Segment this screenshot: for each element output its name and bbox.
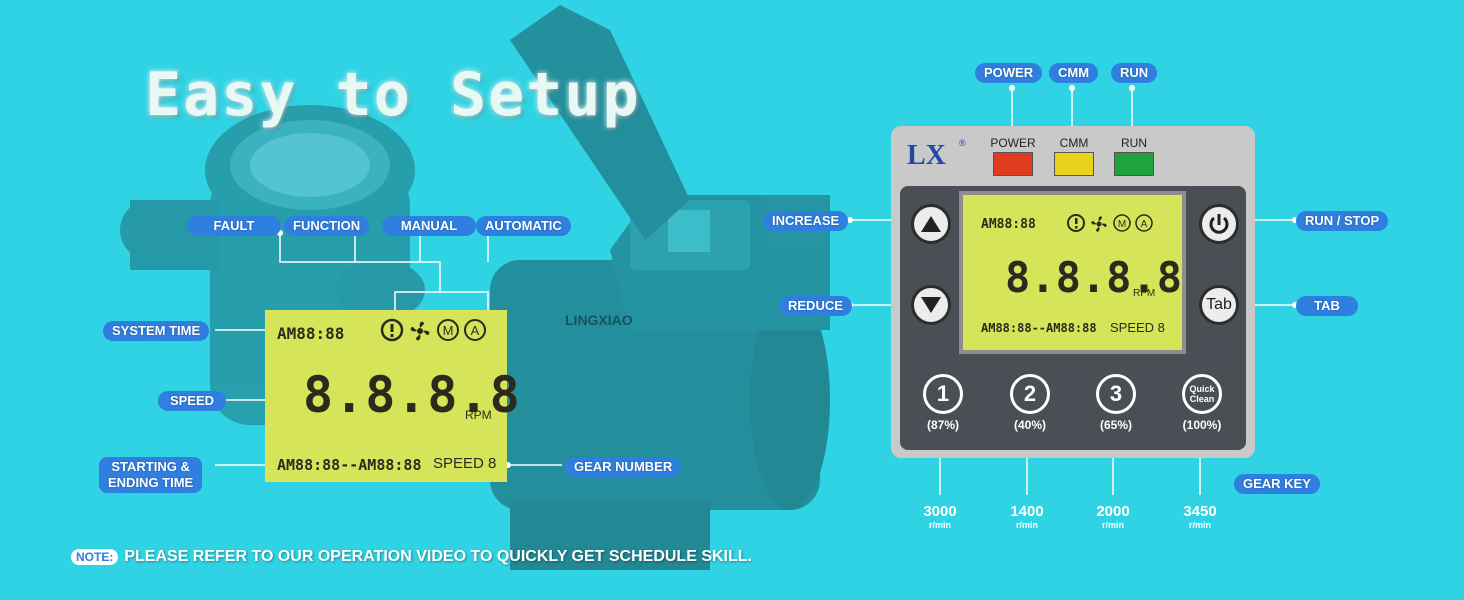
svg-text:A: A — [1141, 219, 1148, 230]
indicator-cmm-label: CMM — [1059, 136, 1089, 150]
gear-key-quick-clean-ring: Quick Clean — [1182, 374, 1222, 414]
fan-icon — [1091, 216, 1107, 232]
fault-icon — [1067, 214, 1085, 232]
svg-text:M: M — [443, 323, 454, 338]
label-gear-key: GEAR KEY — [1234, 474, 1320, 494]
gear-key-1-pct: (87%) — [926, 418, 959, 432]
fault-icon — [380, 318, 404, 342]
left-lcd-icons: M A — [380, 318, 487, 344]
label-reduce: REDUCE — [779, 296, 852, 316]
left-lcd-speed-digits: 8.8.8.8 — [303, 366, 521, 424]
left-lcd-rpm: RPM — [465, 408, 492, 422]
gear-key-3-pct: (65%) — [1099, 418, 1132, 432]
label-gear-number: GEAR NUMBER — [565, 457, 682, 477]
gear-key-3-ring: 3 — [1096, 374, 1136, 414]
power-icon — [1209, 214, 1229, 234]
svg-text:A: A — [471, 323, 480, 338]
label-power: POWER — [975, 63, 1043, 83]
pump-illustration: LINGXIAO — [120, 5, 830, 570]
left-lcd: AM88:88 M A 8.8.8.8 RPM AM88:88--AM88:88… — [265, 310, 520, 482]
label-speed: SPEED — [158, 391, 226, 411]
label-fault: FAULT — [187, 216, 281, 236]
panel-face: Tab AM88:88 M A 8.8.8.8 RPM AM88:88--AM8… — [900, 186, 1246, 450]
page-title: Easy to Setup — [145, 60, 641, 130]
speed-value-4-number: 3450 — [1183, 503, 1217, 520]
left-lcd-time: AM88:88 — [277, 324, 345, 343]
note-tag: NOTE: — [71, 549, 119, 565]
label-function: FUNCTION — [284, 216, 370, 236]
label-manual: MANUAL — [382, 216, 476, 236]
indicator-cmm-light — [1054, 152, 1094, 176]
speed-value-1: 3000 r/min — [910, 503, 970, 530]
triangle-down-icon — [921, 297, 941, 313]
speed-value-1-number: 3000 — [923, 503, 957, 520]
label-run: RUN — [1111, 63, 1158, 83]
label-system-time: SYSTEM TIME — [103, 321, 210, 341]
svg-text:M: M — [1118, 219, 1126, 230]
speed-value-1-unit: r/min — [928, 520, 951, 530]
tab-button[interactable]: Tab — [1199, 285, 1239, 325]
left-lcd-gear: SPEED 8 — [433, 455, 497, 472]
manual-icon: M — [437, 319, 459, 341]
run-stop-button[interactable] — [1199, 204, 1239, 244]
label-starting-ending-time: STARTING & ENDING TIME — [99, 457, 203, 493]
note-text: PLEASE REFER TO OUR OPERATION VIDEO TO Q… — [124, 548, 752, 565]
indicator-run-light — [1114, 152, 1154, 176]
label-starting-line2: ENDING TIME — [108, 475, 194, 490]
gear-key-3[interactable]: 3 (65%) — [1086, 374, 1146, 432]
indicator-power-light — [993, 152, 1033, 176]
indicator-power-label: POWER — [990, 136, 1036, 150]
note-line: NOTE: PLEASE REFER TO OUR OPERATION VIDE… — [71, 548, 752, 566]
speed-value-2: 1400 r/min — [997, 503, 1057, 530]
label-run-stop: RUN / STOP — [1296, 211, 1389, 231]
gear-key-2[interactable]: 2 (40%) — [1000, 374, 1060, 432]
panel-lcd-icons: M A — [1066, 213, 1154, 235]
label-starting-line1: STARTING & — [111, 459, 190, 474]
left-connector-lines — [215, 230, 562, 468]
panel-lcd-gear: SPEED 8 — [1110, 320, 1165, 335]
label-tab: TAB — [1296, 296, 1358, 316]
panel-lcd-speed-digits: 8.8.8.8 — [1005, 253, 1183, 302]
indicator-cmm: CMM — [1048, 136, 1100, 176]
fan-icon — [410, 321, 430, 341]
gear-key-1[interactable]: 1 (87%) — [913, 374, 973, 432]
increase-button[interactable] — [911, 204, 951, 244]
speed-value-2-unit: r/min — [1015, 520, 1038, 530]
panel-logo: LX — [907, 140, 946, 171]
triangle-up-icon — [921, 216, 941, 232]
automatic-icon: A — [464, 319, 486, 341]
automatic-icon: A — [1135, 214, 1153, 232]
manual-icon: M — [1113, 214, 1131, 232]
panel-lcd-time: AM88:88 — [981, 217, 1036, 232]
panel-lcd: AM88:88 M A 8.8.8.8 RPM AM88:88--AM88:88… — [959, 191, 1186, 354]
label-automatic: AUTOMATIC — [476, 216, 571, 236]
speed-value-4-unit: r/min — [1188, 520, 1211, 530]
reduce-button[interactable] — [911, 285, 951, 325]
panel-lcd-range: AM88:88--AM88:88 — [981, 321, 1097, 335]
indicator-power: POWER — [987, 136, 1039, 176]
speed-value-3: 2000 r/min — [1083, 503, 1143, 530]
label-cmm: CMM — [1049, 63, 1099, 83]
control-panel: LX ® POWER CMM RUN Tab AM88:88 — [891, 126, 1255, 458]
pump-brand-label: LINGXIAO — [565, 312, 633, 328]
panel-lcd-rpm: RPM — [1133, 288, 1156, 299]
label-increase: INCREASE — [763, 211, 849, 231]
speed-value-3-unit: r/min — [1101, 520, 1124, 530]
left-lcd-range: AM88:88--AM88:88 — [277, 456, 422, 474]
gear-key-2-ring: 2 — [1010, 374, 1050, 414]
gear-key-1-ring: 1 — [923, 374, 963, 414]
indicator-run: RUN — [1108, 136, 1160, 176]
gear-key-2-pct: (40%) — [1013, 418, 1046, 432]
gear-key-quick-clean[interactable]: Quick Clean (100%) — [1172, 374, 1232, 432]
gear-key-quick-clean-pct: (100%) — [1182, 418, 1222, 432]
speed-value-2-number: 1400 — [1010, 503, 1044, 520]
registered-icon: ® — [959, 138, 966, 148]
indicator-run-label: RUN — [1121, 136, 1147, 150]
speed-value-4: 3450 r/min — [1170, 503, 1230, 530]
speed-value-3-number: 2000 — [1096, 503, 1130, 520]
